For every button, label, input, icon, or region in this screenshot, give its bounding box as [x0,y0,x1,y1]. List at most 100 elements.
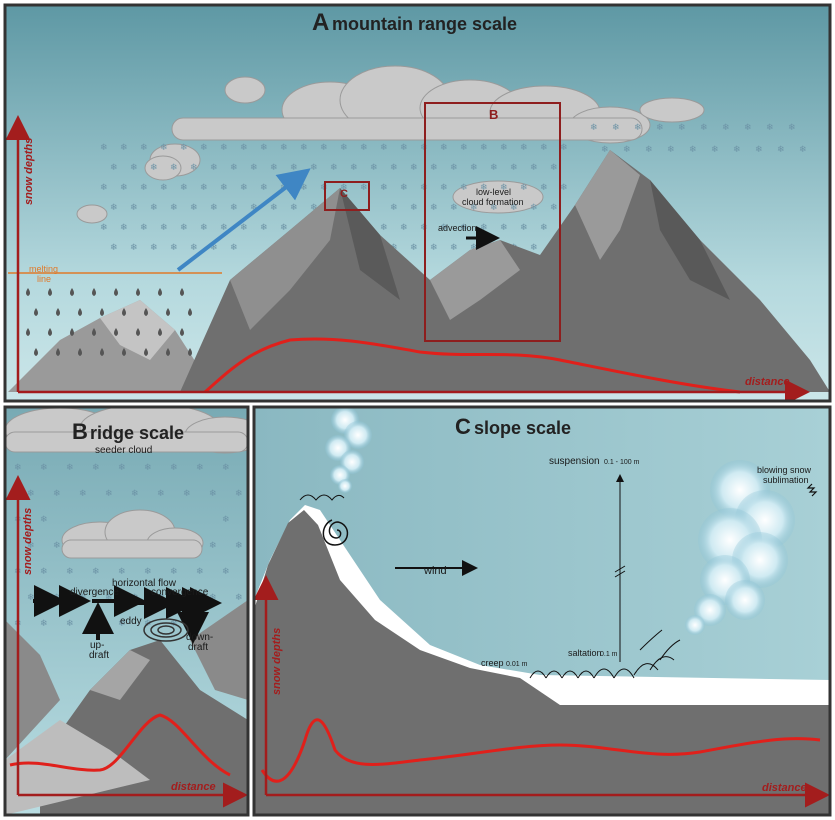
snowflake-icon: ❄ [230,163,238,173]
snowflake-icon: ❄ [260,183,268,193]
convergence-label: convergence [151,587,209,598]
snowflake-icon: ❄ [390,163,398,173]
raindrop-icon [70,288,74,296]
snowflake-icon: ❄ [240,143,248,153]
creep-height: 0.01 m [506,661,528,668]
advection-label: advection [438,223,477,233]
snow-plume-right [685,460,795,635]
snowflake-icon: ❄ [170,463,178,473]
snowflake-icon: ❄ [150,243,158,253]
snowflake-icon: ❄ [160,223,168,233]
snowfall-a: ❄❄❄❄❄❄❄❄❄❄❄❄❄❄❄❄❄❄❄❄❄❄❄❄❄❄❄❄❄❄❄❄❄❄❄❄❄❄❄❄… [100,123,807,253]
snowflake-icon: ❄ [260,143,268,153]
saltation-arcs [529,629,681,679]
raindrop-icon [26,288,30,296]
snowflake-icon: ❄ [118,463,126,473]
raindrop-icon [92,328,96,336]
y-axis-label-b: snow depths [22,508,34,575]
snowflake-icon: ❄ [130,203,138,213]
raindrop-icon [158,328,162,336]
snowflake-icon: ❄ [480,223,488,233]
raindrop-icon [188,308,192,316]
panel-b-border [3,405,250,817]
snowflake-icon: ❄ [799,145,807,155]
snowflake-icon: ❄ [235,541,243,551]
raindrop-icon [100,308,104,316]
snowflake-icon: ❄ [270,203,278,213]
raindrop-icon [78,308,82,316]
raindrop-icon [56,348,60,356]
snowflake-icon: ❄ [470,163,478,173]
snowflake-icon: ❄ [340,183,348,193]
snowflake-icon: ❄ [410,203,418,213]
box-b-label: B [489,107,498,122]
snowflake-icon: ❄ [440,223,448,233]
snowflake-icon: ❄ [150,203,158,213]
snowflake-icon: ❄ [209,489,217,499]
panel-a: ❄❄❄❄❄❄❄❄❄❄❄❄❄❄❄❄❄❄❄❄❄❄❄❄❄❄❄❄❄❄❄❄❄❄❄❄❄❄❄❄… [5,5,830,401]
snowflake-icon: ❄ [140,223,148,233]
snowflake-icon: ❄ [550,203,558,213]
panel-a-letter: A [312,9,329,36]
snowflake-icon: ❄ [700,123,708,133]
snowflake-icon: ❄ [380,143,388,153]
snowflake-icon: ❄ [440,143,448,153]
snowflake-icon: ❄ [510,163,518,173]
snowflake-icon: ❄ [180,223,188,233]
panel-a-title: mountain range scale [332,14,517,34]
snowflake-icon: ❄ [480,183,488,193]
snowflake-icon: ❄ [500,183,508,193]
y-axis-label-c: snow depths [271,628,283,695]
snowflake-icon: ❄ [420,183,428,193]
snowflake-icon: ❄ [490,203,498,213]
snowflake-icon: ❄ [66,567,74,577]
snowflake-icon: ❄ [645,145,653,155]
snowflake-icon: ❄ [530,243,538,253]
snowflake-icon: ❄ [560,183,568,193]
snowflake-icon: ❄ [79,489,87,499]
raindrop-icon [100,348,104,356]
snowflake-icon: ❄ [280,223,288,233]
snowflake-icon: ❄ [430,203,438,213]
snowflake-icon: ❄ [144,567,152,577]
snowflake-icon: ❄ [235,593,243,603]
snowflake-icon: ❄ [320,143,328,153]
eddy-label: eddy [120,616,142,627]
snowflake-icon: ❄ [711,145,719,155]
snowflake-icon: ❄ [410,243,418,253]
raindrop-icon [158,288,162,296]
snowflake-icon: ❄ [430,163,438,173]
snowflake-icon: ❄ [722,123,730,133]
cloud-layer-a [76,65,705,224]
snowflake-icon: ❄ [53,541,61,551]
snowflake-icon: ❄ [300,183,308,193]
snowflake-icon: ❄ [470,203,478,213]
snowflake-icon: ❄ [220,183,228,193]
box-c-frame [324,181,370,211]
snowflake-icon: ❄ [209,593,217,603]
snow-plume-top [325,407,372,493]
snowflake-icon: ❄ [450,163,458,173]
snowflake-icon: ❄ [310,163,318,173]
snowflake-icon: ❄ [540,143,548,153]
snowflake-icon: ❄ [450,203,458,213]
snowflake-icon: ❄ [788,123,796,133]
snowflake-icon: ❄ [400,183,408,193]
snowflake-icon: ❄ [540,183,548,193]
melting-line-label-2: line [37,274,51,284]
snowflake-icon: ❄ [200,223,208,233]
snowflake-icon: ❄ [14,463,22,473]
raindrop-icon [48,288,52,296]
blowing-snow-label-1: blowing snow [757,465,812,475]
snowflake-icon: ❄ [118,619,126,629]
x-axis-label-b: distance [171,781,216,793]
snowflake-icon: ❄ [40,463,48,473]
snowflake-icon: ❄ [220,143,228,153]
snowflake-icon: ❄ [157,489,165,499]
raindrop-icon [122,348,126,356]
snowflake-icon: ❄ [170,203,178,213]
snowflake-icon: ❄ [520,183,528,193]
cloud-formation-label-2: cloud formation [462,197,524,207]
snowflake-icon: ❄ [100,183,108,193]
snowflake-icon: ❄ [140,183,148,193]
